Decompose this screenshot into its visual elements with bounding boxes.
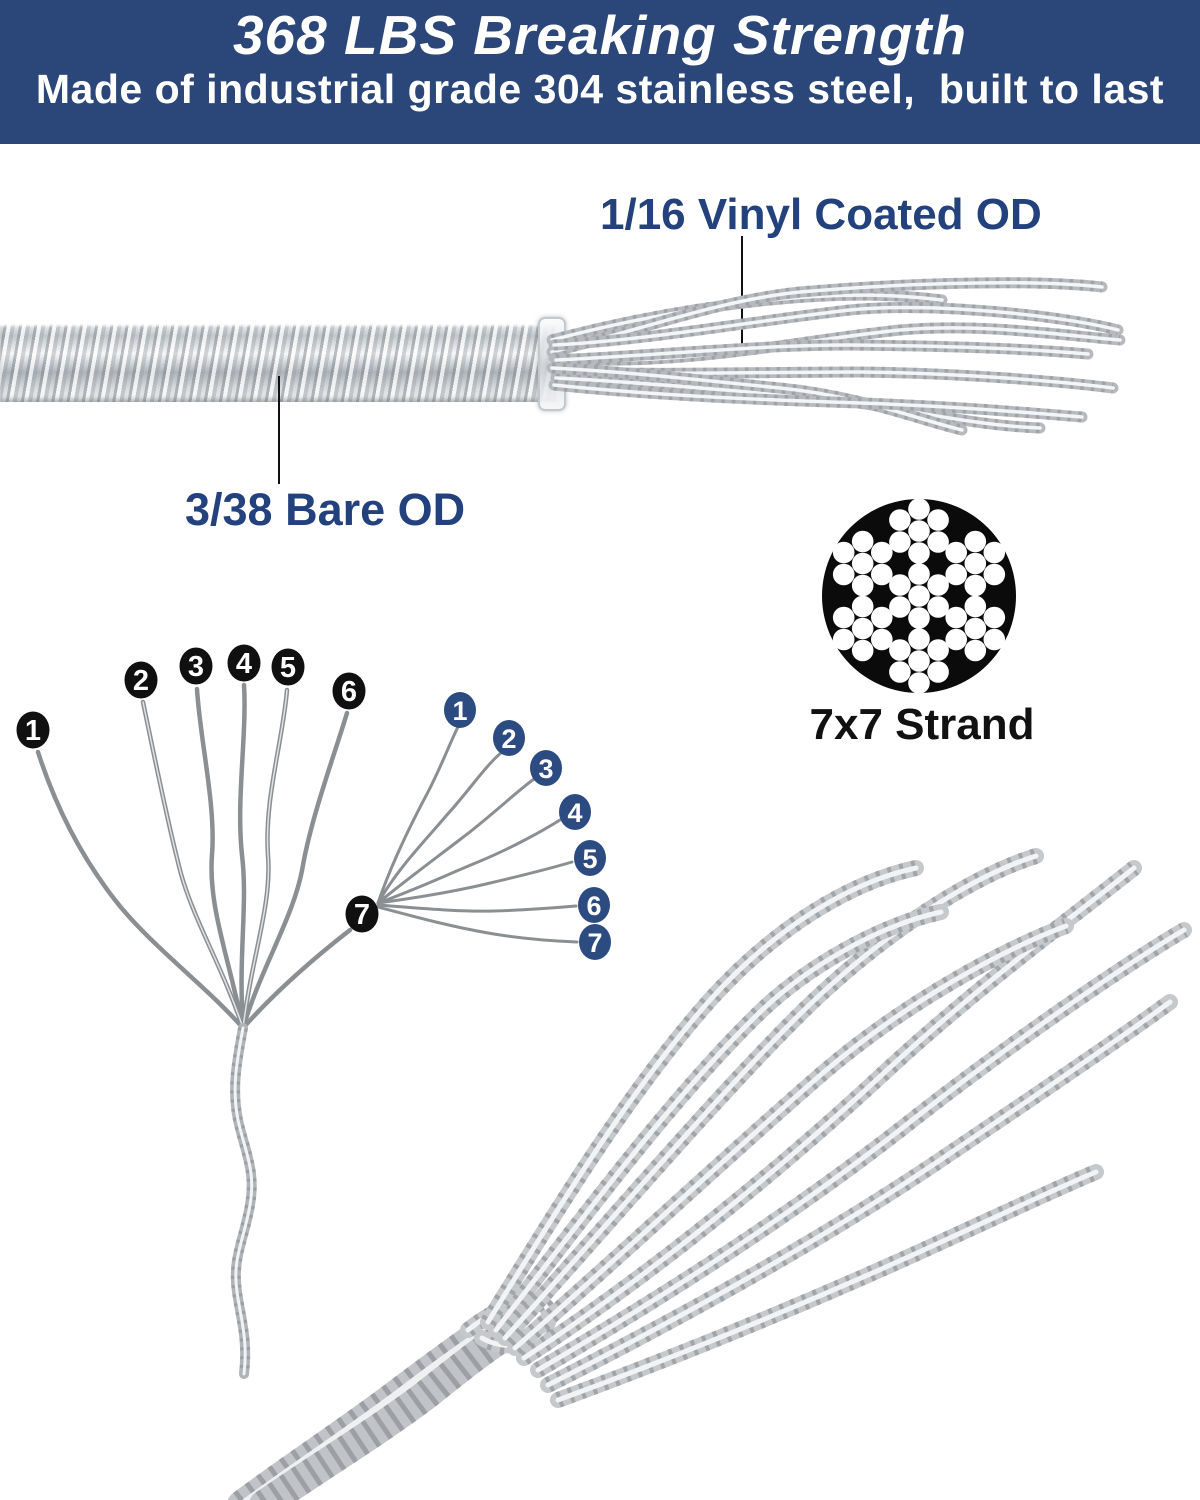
strand-marker: 7 <box>345 895 379 933</box>
svg-text:6: 6 <box>586 891 601 921</box>
fan-tail <box>235 1028 252 1374</box>
svg-text:6: 6 <box>341 676 357 708</box>
strand-fan-diagram: 1 2 3 4 5 6 7 1 2 3 4 5 6 7 <box>16 644 611 1375</box>
svg-text:7: 7 <box>354 899 370 931</box>
svg-text:3: 3 <box>188 651 204 683</box>
svg-text:5: 5 <box>582 844 597 874</box>
svg-text:4: 4 <box>567 798 582 828</box>
fan-wires-blue <box>376 725 579 944</box>
strand-marker: 2 <box>124 661 158 699</box>
strand-marker: 6 <box>332 672 366 710</box>
cross-section-wire-dots <box>832 498 1006 694</box>
fan-wires-black <box>35 682 353 1031</box>
leader-lines <box>278 236 743 484</box>
svg-text:4: 4 <box>236 648 252 680</box>
strand-7x7-caption: 7x7 Strand <box>809 700 1035 749</box>
strand-marker: 3 <box>179 647 213 685</box>
vinyl-coated-od-label: 1/16 Vinyl Coated OD <box>600 190 1042 239</box>
strand-marker: 2 <box>493 720 525 756</box>
frayed-cable-end <box>552 283 1120 430</box>
svg-text:5: 5 <box>280 652 296 684</box>
splayed-strands-photo <box>242 856 1184 1500</box>
7x7-cross-section-icon <box>822 498 1016 694</box>
strand-marker: 7 <box>579 924 611 960</box>
strand-marker: 1 <box>444 692 476 728</box>
svg-text:7: 7 <box>587 928 602 958</box>
svg-text:2: 2 <box>501 724 516 754</box>
svg-text:1: 1 <box>25 715 41 747</box>
strand-marker: 1 <box>16 711 50 749</box>
strand-marker: 5 <box>574 840 606 876</box>
svg-text:1: 1 <box>452 696 467 726</box>
strand-marker: 3 <box>530 750 562 786</box>
svg-text:2: 2 <box>133 665 149 697</box>
black-strand-markers: 1 2 3 4 5 6 7 <box>16 644 379 933</box>
strand-marker: 5 <box>271 648 305 686</box>
banner-subtitle: Made of industrial grade 304 stainless s… <box>35 66 1165 112</box>
banner-title: 368 LBS Breaking Strength <box>232 4 968 66</box>
strand-marker: 6 <box>578 887 610 923</box>
strand-marker: 4 <box>227 644 261 682</box>
banner: 368 LBS Breaking Strength Made of indust… <box>0 0 1200 144</box>
svg-text:3: 3 <box>538 754 553 784</box>
strand-marker: 4 <box>559 794 591 830</box>
blue-strand-markers: 1 2 3 4 5 6 7 <box>444 692 611 960</box>
bare-od-label: 3/38 Bare OD <box>185 484 466 535</box>
